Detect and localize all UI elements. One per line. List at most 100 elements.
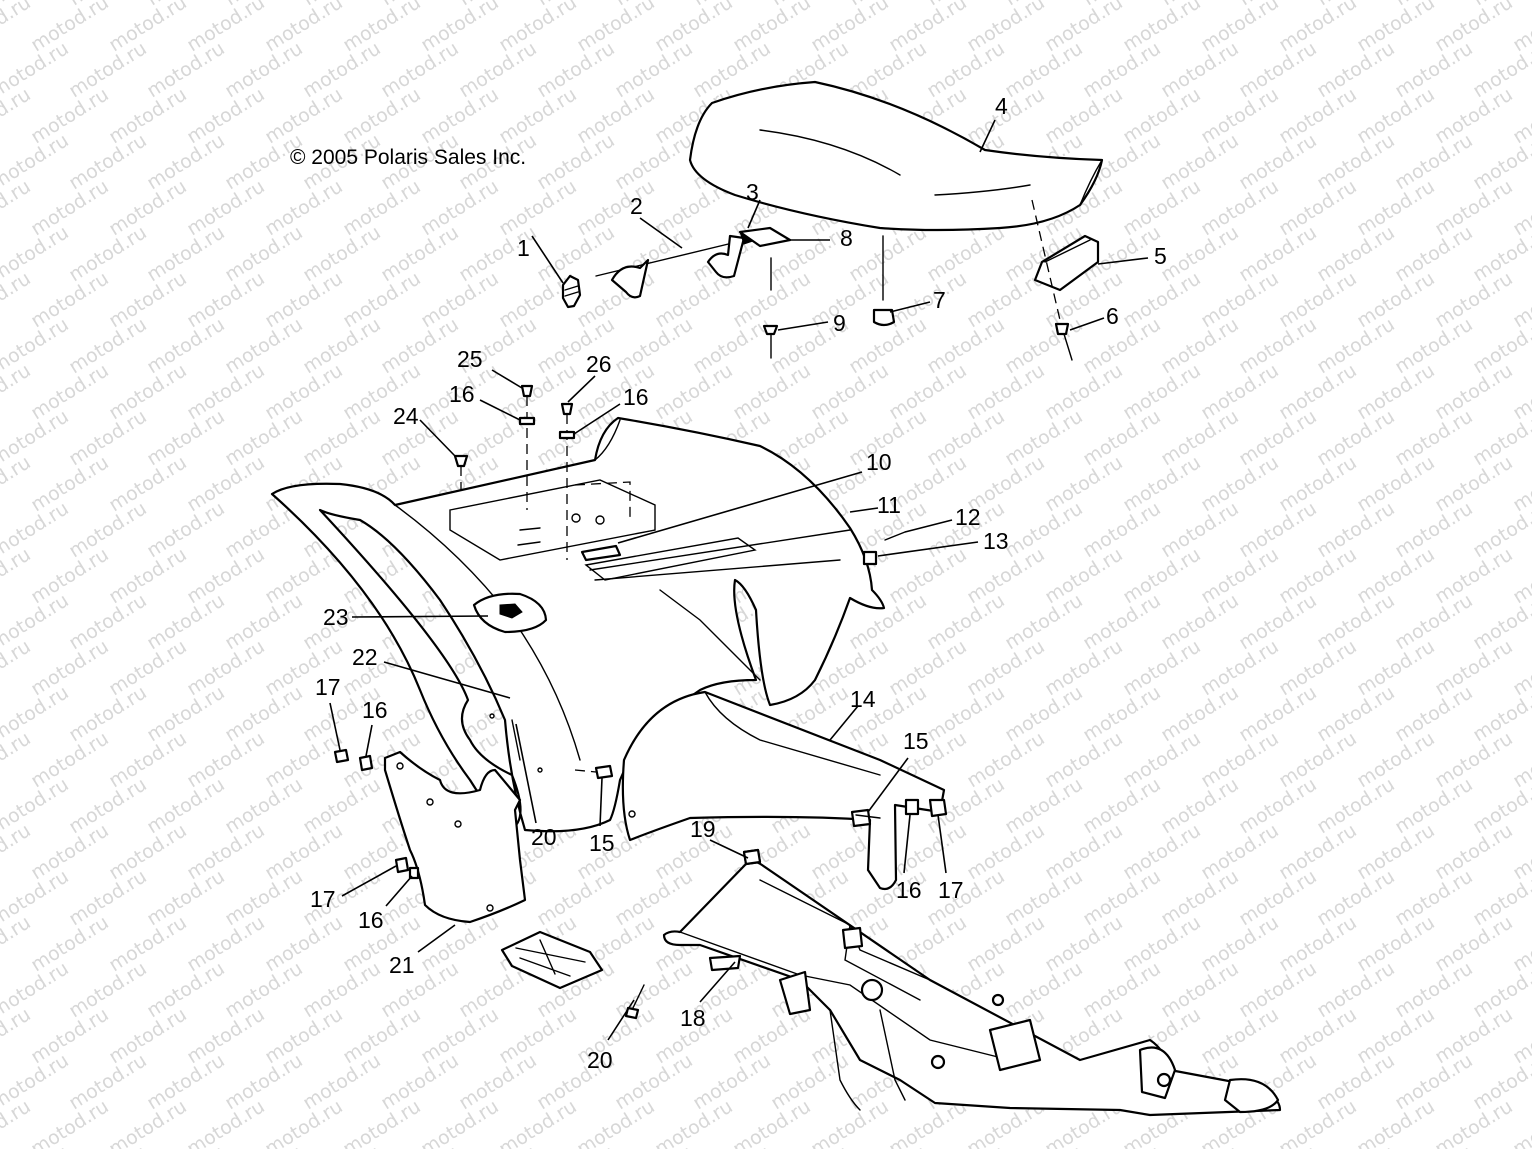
watermark-text: motod.ru (1431, 83, 1517, 148)
bolt-15-right (850, 808, 872, 828)
watermark-text: motod.ru (1353, 0, 1439, 56)
watermark-text: motod.ru (1001, 589, 1087, 654)
watermark-text: motod.ru (417, 1003, 503, 1068)
callout-23: 23 (323, 604, 349, 630)
watermark-text: motod.ru (221, 681, 307, 746)
watermark-text: motod.ru (1431, 727, 1517, 792)
watermark-text: motod.ru (1157, 405, 1243, 470)
watermark-text: motod.ru (1313, 37, 1399, 102)
watermark-text: motod.ru (299, 957, 385, 1022)
watermark-text: motod.ru (1041, 635, 1127, 700)
watermark-text: motod.ru (767, 1049, 853, 1114)
watermark-text: motod.ru (1275, 267, 1361, 332)
washer-16-lower (408, 866, 420, 880)
watermark-text: motod.ru (1353, 359, 1439, 424)
watermark-text: motod.ru (1197, 0, 1283, 56)
watermark-text: motod.ru (573, 0, 659, 56)
watermark-text: motod.ru (27, 1003, 113, 1068)
watermark-text: motod.ru (65, 313, 151, 378)
watermark-text: motod.ru (377, 1049, 463, 1114)
screw-25 (520, 384, 534, 398)
watermark-text: motod.ru (1431, 819, 1517, 884)
watermark-text: motod.ru (105, 451, 191, 516)
watermark-text: motod.ru (1235, 129, 1321, 194)
callout-11: 11 (877, 492, 901, 518)
watermark-text: motod.ru (1509, 1095, 1532, 1149)
watermark-text: motod.ru (1353, 451, 1439, 516)
watermark-text: motod.ru (1391, 497, 1477, 562)
watermark-text: motod.ru (1079, 957, 1165, 1022)
watermark-text: motod.ru (923, 681, 1009, 746)
callout-26: 26 (586, 351, 612, 377)
callout-13: 13 (983, 528, 1009, 554)
watermark-text: motod.ru (1275, 635, 1361, 700)
watermark-text: motod.ru (183, 359, 269, 424)
watermark-text: motod.ru (183, 911, 269, 976)
watermark-text: motod.ru (1275, 911, 1361, 976)
frame[interactable] (662, 848, 1282, 1117)
watermark-text: motod.ru (143, 221, 229, 286)
watermark-text: motod.ru (105, 1003, 191, 1068)
bolt-15-left (594, 764, 614, 780)
callout-16-left: 16 (362, 697, 388, 723)
watermark-text: motod.ru (1041, 359, 1127, 424)
watermark-text: motod.ru (923, 405, 1009, 470)
watermark-text: motod.ru (183, 635, 269, 700)
watermark-text: motod.ru (1001, 957, 1087, 1022)
watermark-text: motod.ru (27, 267, 113, 332)
watermark-text: motod.ru (65, 497, 151, 562)
watermark-text: motod.ru (1197, 911, 1283, 976)
washer-16-top-left (518, 416, 536, 426)
watermark-text: motod.ru (261, 819, 347, 884)
watermark-text: motod.ru (1275, 1003, 1361, 1068)
watermark-text: motod.ru (845, 221, 931, 286)
seat-grommet[interactable] (872, 235, 896, 327)
watermark-text: motod.ru (807, 359, 893, 424)
watermark-text: motod.ru (377, 405, 463, 470)
rear-fastener[interactable] (1031, 199, 1073, 361)
watermark-text: motod.ru (105, 635, 191, 700)
watermark-text: motod.ru (1313, 865, 1399, 930)
watermark-text: motod.ru (27, 727, 113, 792)
watermark-text: motod.ru (923, 589, 1009, 654)
watermark-text: motod.ru (1119, 83, 1205, 148)
watermark-text: motod.ru (1431, 635, 1517, 700)
seat[interactable] (688, 80, 1104, 232)
watermark-text: motod.ru (1157, 589, 1243, 654)
watermark-text: motod.ru (1157, 773, 1243, 838)
watermark-text: motod.ru (143, 313, 229, 378)
watermark-text: motod.ru (65, 1049, 151, 1114)
seat-rear-bracket[interactable] (1033, 234, 1100, 292)
watermark-text: motod.ru (1353, 83, 1439, 148)
watermark-text: motod.ru (1275, 451, 1361, 516)
watermark-text: motod.ru (1001, 497, 1087, 562)
watermark-text: motod.ru (1197, 267, 1283, 332)
mud-flap[interactable] (383, 750, 527, 924)
watermark-text: motod.ru (1235, 405, 1321, 470)
callout-2: 2 (630, 193, 643, 219)
watermark-text: motod.ru (299, 313, 385, 378)
callout-25: 25 (457, 346, 483, 372)
watermark-text: motod.ru (183, 83, 269, 148)
watermark-text: motod.ru (1079, 37, 1165, 102)
watermark-text: motod.ru (27, 543, 113, 608)
watermark-text: motod.ru (1119, 911, 1205, 976)
watermark-text: motod.ru (1313, 313, 1399, 378)
watermark-text: motod.ru (1313, 773, 1399, 838)
watermark-text: motod.ru (1275, 819, 1361, 884)
watermark-text: motod.ru (1079, 865, 1165, 930)
fender-side-panel[interactable] (621, 690, 946, 891)
watermark-text: motod.ru (1235, 313, 1321, 378)
watermark-text: motod.ru (1157, 497, 1243, 562)
latch-spring[interactable] (561, 274, 582, 309)
watermark-text: motod.ru (261, 1003, 347, 1068)
watermark-text: motod.ru (221, 773, 307, 838)
watermark-text: motod.ru (1353, 267, 1439, 332)
latch-rod[interactable] (595, 229, 757, 299)
push-pin[interactable] (762, 257, 779, 359)
watermark-text: motod.ru (1157, 129, 1243, 194)
callout-4: 4 (995, 93, 1008, 119)
fender-emblem[interactable] (472, 592, 548, 634)
footrest-bracket[interactable] (500, 930, 604, 990)
watermark-text: motod.ru (1079, 497, 1165, 562)
